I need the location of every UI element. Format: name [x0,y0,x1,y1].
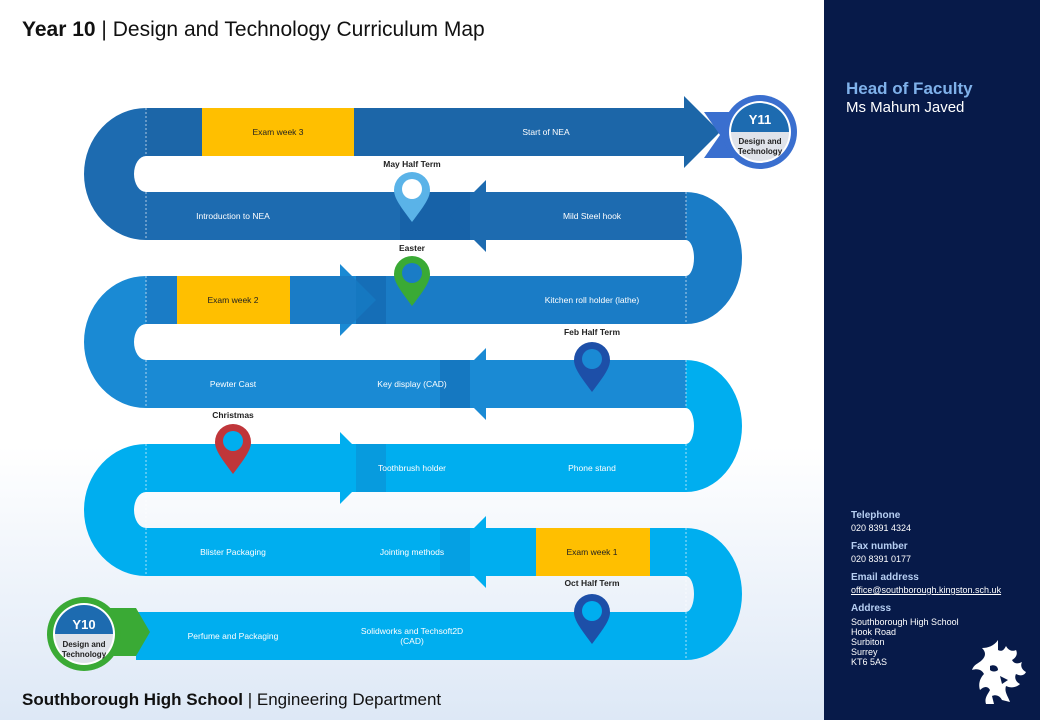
footer-school: Southborough High School [22,690,243,709]
pin-oct-half-term: Oct Half Term [564,578,620,644]
direction-arrow-row2 [450,516,486,588]
label-solidworks-2: (CAD) [400,636,424,646]
y10-badge-line1: Design and [62,640,105,649]
term-label-may: May Half Term [383,159,441,169]
label-kitchen-roll-holder: Kitchen roll holder (lathe) [545,295,640,305]
term-label-oct: Oct Half Term [564,578,620,588]
label-exam-week-1: Exam week 1 [566,547,617,557]
address-line: Southborough High School [851,617,959,627]
telephone-value: 020 8391 4324 [851,523,912,533]
label-toothbrush-holder: Toothbrush holder [378,463,446,473]
label-intro-nea: Introduction to NEA [196,211,270,221]
label-start-nea: Start of NEA [522,127,570,137]
telephone-label: Telephone [851,510,901,521]
exam-block-2 [177,276,290,324]
pin-feb-half-term: Feb Half Term [564,327,620,392]
road-turn-left-1 [84,444,146,576]
pin-easter: Easter [394,243,430,306]
label-exam-week-3: Exam week 3 [252,127,303,137]
exam-block-1 [536,528,650,576]
label-key-display: Key display (CAD) [377,379,447,389]
road-turn-right-1 [686,528,742,660]
y11-badge-line1: Design and [738,137,781,146]
footer-separator: | [247,690,253,709]
pin-may-half-term: May Half Term [383,159,441,222]
fax-label: Fax number [851,541,908,552]
page-footer: Southborough High School | Engineering D… [22,690,441,710]
road-map: Y10 Design and Technology Y11 Design and… [47,95,797,671]
title-subject: Design and Technology Curriculum Map [112,18,485,41]
footer-department: Engineering Department [256,690,442,709]
label-solidworks-1: Solidworks and Techsoft2D [361,626,463,636]
direction-arrow-row5 [340,264,376,336]
term-label-easter: Easter [399,243,426,253]
road-turn-left-3 [84,108,146,240]
email-label: Email address [851,572,919,583]
label-pewter-cast: Pewter Cast [210,379,257,389]
contact-sidebar: Head of Faculty Ms Mahum Javed Telephone… [824,0,1040,720]
griffin-crest-icon [972,640,1026,704]
curriculum-map-slide: Year 10 | Design and Technology Curricul… [0,0,824,720]
label-jointing-methods: Jointing methods [380,547,444,557]
address-label: Address [851,603,892,614]
label-phone-stand: Phone stand [568,463,616,473]
direction-arrow-row6 [450,180,486,252]
y10-badge-line2: Technology [62,650,107,659]
exam-block-3 [202,108,354,156]
label-blister-packaging: Blister Packaging [200,547,266,557]
end-arrow [684,96,720,168]
address-line: Hook Road [851,627,897,637]
fax-value: 020 8391 0177 [851,554,912,564]
term-label-feb: Feb Half Term [564,327,620,337]
direction-arrow-row3 [340,432,376,504]
head-of-faculty-name: Ms Mahum Javed [846,99,965,116]
y11-badge-code: Y11 [749,112,771,127]
title-separator: | [101,18,107,41]
head-of-faculty-title: Head of Faculty [846,79,973,98]
email-link-text[interactable]: office@southborough.kingston.sch.uk [851,585,1002,595]
page-title: Year 10 | Design and Technology Curricul… [22,18,485,42]
road-turn-right-3 [686,192,742,324]
term-label-christmas: Christmas [212,410,254,420]
address-line: Surbiton [851,637,885,647]
label-mild-steel-hook: Mild Steel hook [563,211,622,221]
road-turn-left-2 [84,276,146,408]
y11-badge-line2: Technology [738,147,783,156]
road-turn-right-2 [686,360,742,492]
label-exam-week-2: Exam week 2 [207,295,258,305]
address-block: Southborough High School Hook Road Surbi… [851,617,959,667]
title-year: Year 10 [22,18,96,41]
y10-badge-code: Y10 [72,617,95,632]
address-line: Surrey [851,647,878,657]
pin-christmas: Christmas [212,410,254,474]
email-link[interactable]: office@southborough.kingston.sch.uk [851,585,1001,595]
direction-arrow-row4 [450,348,486,420]
address-line: KT6 5AS [851,657,888,667]
label-perfume-packaging: Perfume and Packaging [188,631,279,641]
